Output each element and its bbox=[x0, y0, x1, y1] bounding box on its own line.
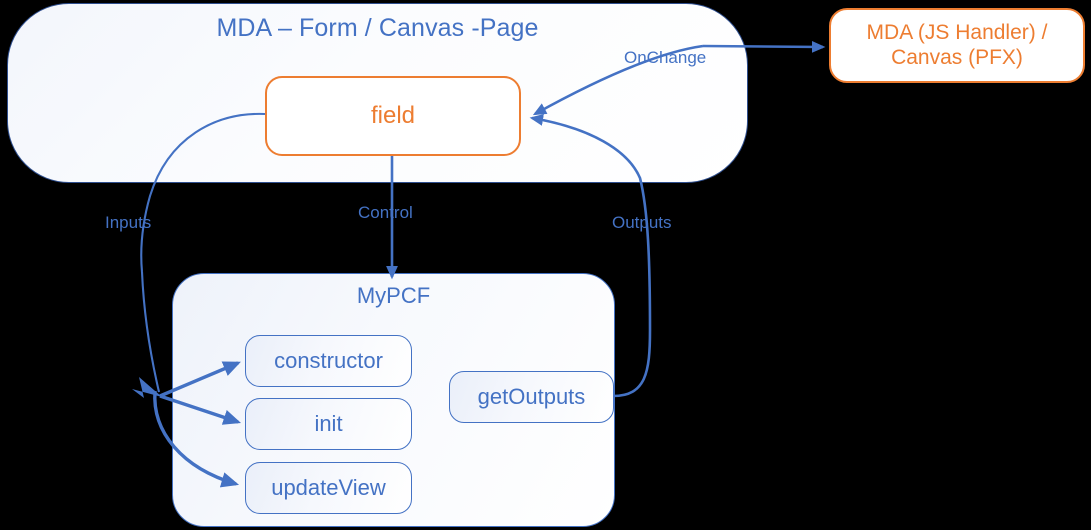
method-box-updateview-label: updateView bbox=[271, 475, 386, 500]
method-box-init[interactable]: init bbox=[245, 398, 412, 450]
handler-box-label-line2: Canvas (PFX) bbox=[891, 45, 1023, 69]
method-box-init-label: init bbox=[314, 411, 343, 436]
edge-label-onchange: OnChange bbox=[624, 48, 707, 67]
edge-label-inputs: Inputs bbox=[105, 213, 152, 232]
edge-inputs-junction-arrow bbox=[132, 377, 162, 398]
method-box-constructor[interactable]: constructor bbox=[245, 335, 412, 387]
method-box-getoutputs[interactable]: getOutputs bbox=[449, 371, 614, 423]
field-box-label: field bbox=[370, 102, 416, 129]
field-box[interactable]: field bbox=[265, 76, 521, 156]
method-box-constructor-label: constructor bbox=[274, 348, 383, 373]
host-container-label: MDA – Form / Canvas -Page bbox=[216, 14, 539, 42]
edge-inputs-descend bbox=[140, 271, 161, 393]
edge-label-outputs: Outputs bbox=[612, 213, 672, 232]
handler-box-label-line1: MDA (JS Handler) / bbox=[866, 20, 1048, 44]
edge-label-control: Control bbox=[358, 203, 413, 222]
method-box-getoutputs-label: getOutputs bbox=[477, 384, 586, 409]
method-box-updateview[interactable]: updateView bbox=[245, 462, 412, 514]
pcf-container-label: MyPCF bbox=[356, 283, 431, 308]
handler-box[interactable]: MDA (JS Handler) / Canvas (PFX) bbox=[829, 8, 1085, 83]
